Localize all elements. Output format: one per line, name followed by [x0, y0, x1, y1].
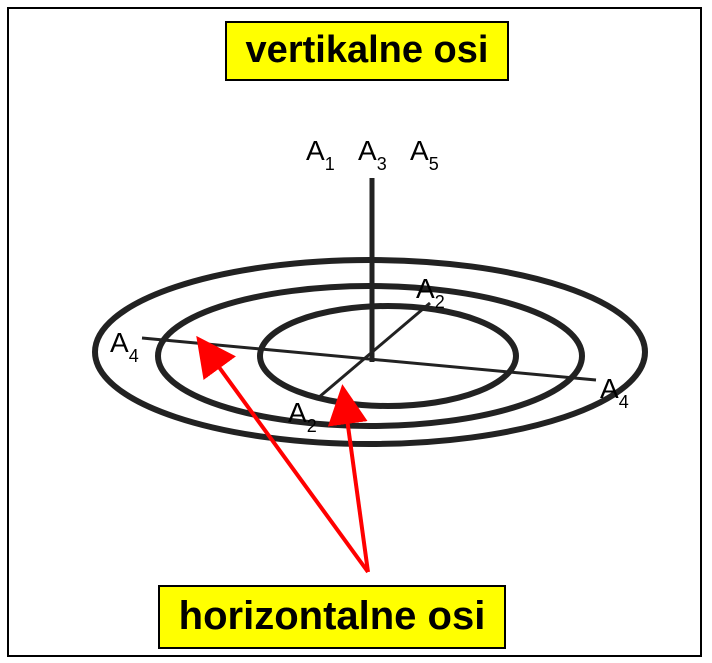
vertical-axes-title: vertikalne osi: [225, 21, 509, 81]
arrow-to-a2: [327, 384, 370, 573]
a2-bottom-label: A2: [288, 397, 317, 436]
a2-top-label: A2: [416, 273, 445, 312]
arrow-to-a4: [196, 335, 370, 574]
a4-right-label: A4: [600, 373, 629, 412]
svg-text:A1: A1: [306, 135, 335, 174]
inner-ellipse: [257, 303, 519, 409]
svg-text:A3: A3: [358, 135, 387, 174]
a2-axis: [317, 301, 431, 400]
horizontal-axes-caption: horizontalne osi: [158, 585, 506, 649]
a4-axis: [141, 336, 597, 382]
svg-text:A5: A5: [410, 135, 439, 174]
vertical-axes-label: A1 A3 A5: [306, 135, 439, 174]
diagram-frame: [7, 7, 702, 657]
a4-left-label: A4: [110, 327, 139, 366]
